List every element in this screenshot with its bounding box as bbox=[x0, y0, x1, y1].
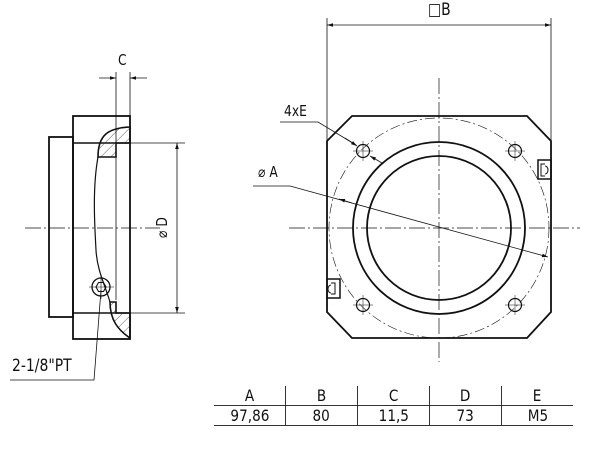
dimension-table-header: A B C D E bbox=[214, 386, 573, 406]
header-b: B bbox=[285, 386, 358, 406]
square-body bbox=[326, 115, 552, 339]
label-thread: 2-1/8"PT bbox=[12, 356, 72, 376]
port-tab-right bbox=[537, 159, 552, 180]
rear-boss bbox=[48, 136, 74, 318]
port-tab-left bbox=[326, 278, 341, 299]
value-a: 97,86 bbox=[214, 405, 286, 426]
flange-body bbox=[72, 115, 131, 340]
value-e: M5 bbox=[501, 405, 573, 426]
value-d: 73 bbox=[429, 405, 502, 426]
label-c: C bbox=[118, 51, 127, 69]
break-line bbox=[93, 156, 111, 303]
header-e: E bbox=[501, 386, 573, 406]
value-b: 80 bbox=[285, 405, 358, 426]
label-4xe: 4xE bbox=[284, 102, 307, 120]
dimension-table: A B C D E 97,86 80 11,5 73 M5 bbox=[214, 386, 573, 426]
label-phi-a: ⌀ A bbox=[258, 163, 278, 181]
side-view bbox=[10, 72, 185, 381]
section-bottom bbox=[109, 301, 131, 340]
label-b: □B bbox=[428, 0, 451, 20]
section-top bbox=[97, 126, 131, 158]
dimension-table-row: 97,86 80 11,5 73 M5 bbox=[214, 405, 573, 426]
header-c: C bbox=[357, 386, 430, 406]
value-c: 11,5 bbox=[357, 405, 430, 426]
label-phi-d: ⌀ D bbox=[153, 217, 171, 238]
header-a: A bbox=[214, 386, 286, 406]
header-d: D bbox=[429, 386, 502, 406]
front-view bbox=[253, 18, 580, 362]
